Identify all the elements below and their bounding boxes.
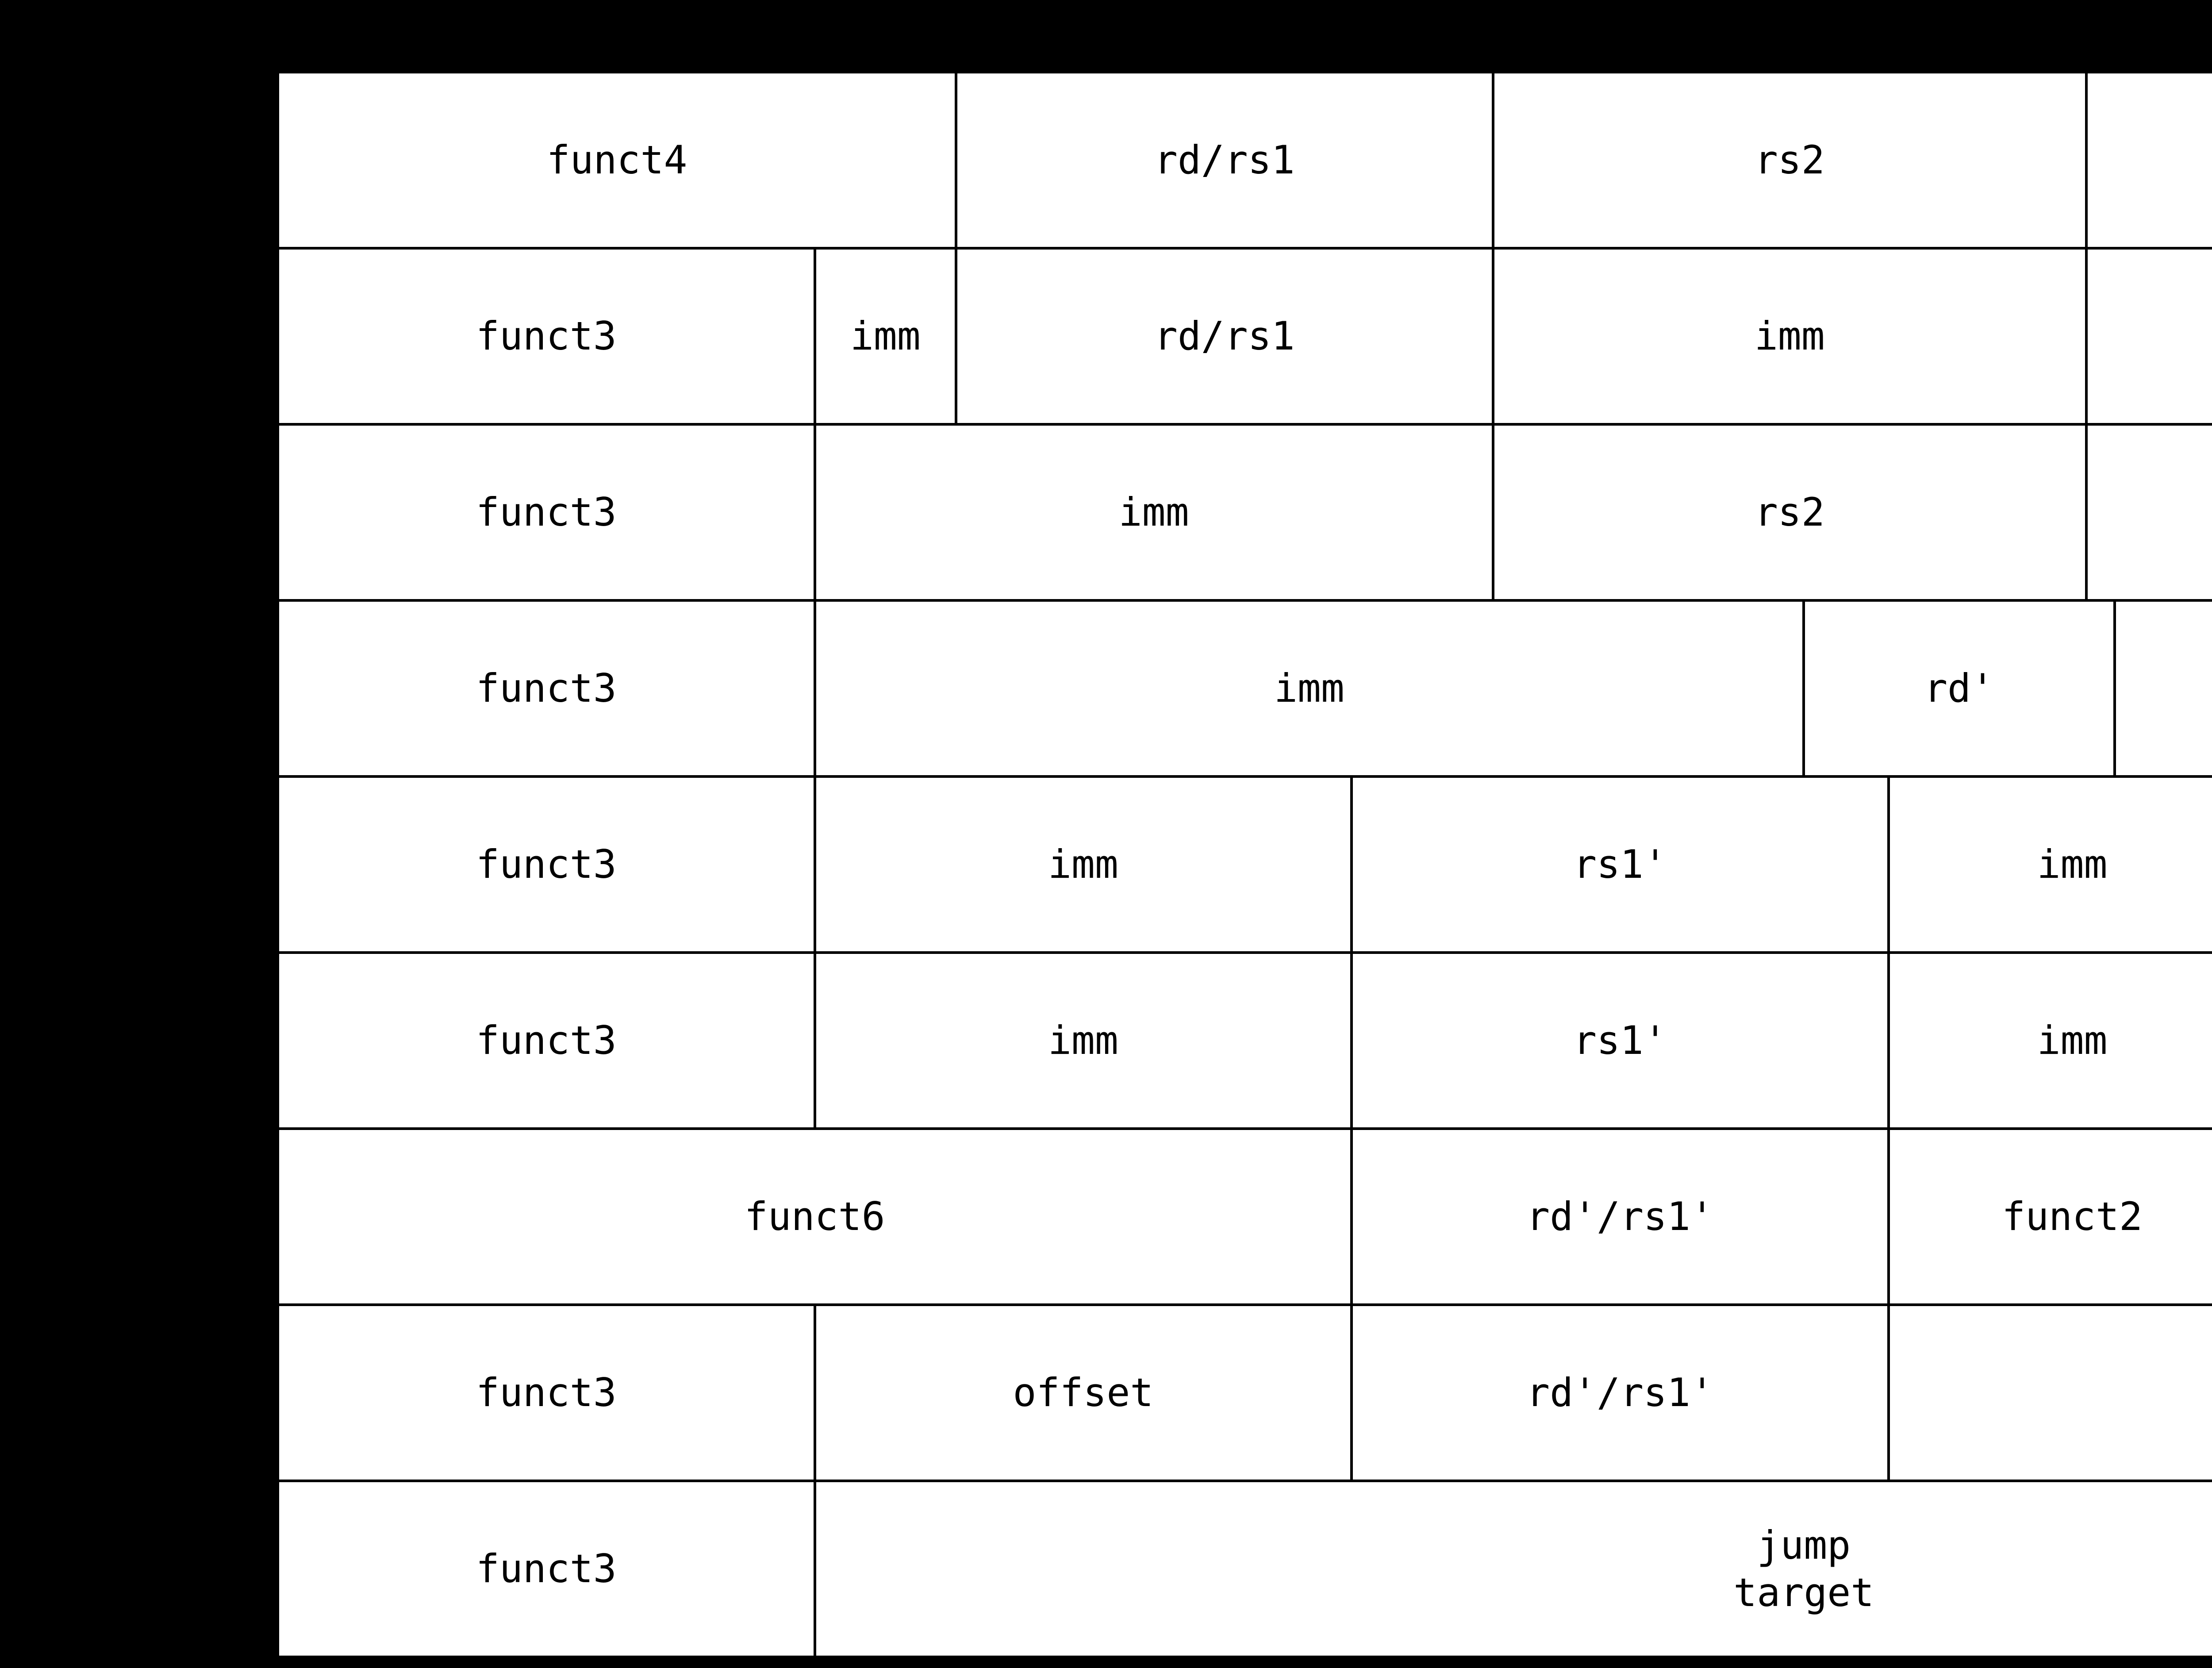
field-cell: funct3 <box>276 1303 816 1482</box>
field-cell: rs1' <box>1350 951 1890 1130</box>
field-cell: imm <box>1887 951 2212 1130</box>
field-cell: rs2 <box>1491 71 2088 250</box>
table-row: funct3 imm rs1' imm rs2' op <box>276 951 2212 1130</box>
table-row: funct3 imm rs1' imm rd' op <box>276 775 2212 954</box>
field-cell: rd'/rs1' <box>1350 1303 1890 1482</box>
field-cell: funct3 <box>276 1480 816 1658</box>
field-cell: funct4 <box>276 71 957 250</box>
field-cell: rd/rs1 <box>955 247 1494 426</box>
field-cell: funct2 <box>1887 1127 2212 1306</box>
field-cell: rs2 <box>1491 423 2088 602</box>
field-cell: rd'/rs1' <box>1350 1127 1890 1306</box>
field-cell: offset <box>813 1303 1353 1482</box>
field-cell: imm <box>813 599 1805 778</box>
field-cell: funct6 <box>276 1127 1353 1306</box>
field-cell: funct3 <box>276 951 816 1130</box>
field-cell: imm <box>813 423 1494 602</box>
table-row: funct6 rd'/rs1' funct2 rs2' op <box>276 1127 2212 1306</box>
field-cell: funct3 <box>276 247 816 426</box>
table-row: funct3 imm rs2 op <box>276 423 2212 602</box>
field-cell: op <box>2085 247 2212 426</box>
field-cell: jump target <box>813 1480 2212 1658</box>
field-cell: imm <box>813 247 958 426</box>
instruction-format-table: funct4 rd/rs1 rs2 op funct3 imm rd/rs1 i… <box>276 71 2212 1658</box>
table-row: funct3 imm rd/rs1 imm op <box>276 247 2212 426</box>
field-cell: imm <box>813 951 1353 1130</box>
field-cell: offset <box>1887 1303 2212 1482</box>
field-cell: funct3 <box>276 775 816 954</box>
table-row: funct3 jump target op <box>276 1480 2212 1658</box>
table-row: funct3 offset rd'/rs1' offset op <box>276 1303 2212 1482</box>
field-cell: rs1' <box>1350 775 1890 954</box>
field-cell: op <box>2085 423 2212 602</box>
field-cell: funct3 <box>276 599 816 778</box>
field-cell: funct3 <box>276 423 816 602</box>
field-cell: imm <box>1887 775 2212 954</box>
field-cell: imm <box>1491 247 2088 426</box>
field-cell: imm <box>813 775 1353 954</box>
table-body: funct4 rd/rs1 rs2 op funct3 imm rd/rs1 i… <box>276 71 2212 1658</box>
field-cell: op <box>2113 599 2212 778</box>
table-row: funct3 imm rd' op <box>276 599 2212 778</box>
field-cell: rd' <box>1802 599 2116 778</box>
table-row: funct4 rd/rs1 rs2 op <box>276 71 2212 250</box>
field-cell: rd/rs1 <box>955 71 1494 250</box>
field-cell: op <box>2085 71 2212 250</box>
